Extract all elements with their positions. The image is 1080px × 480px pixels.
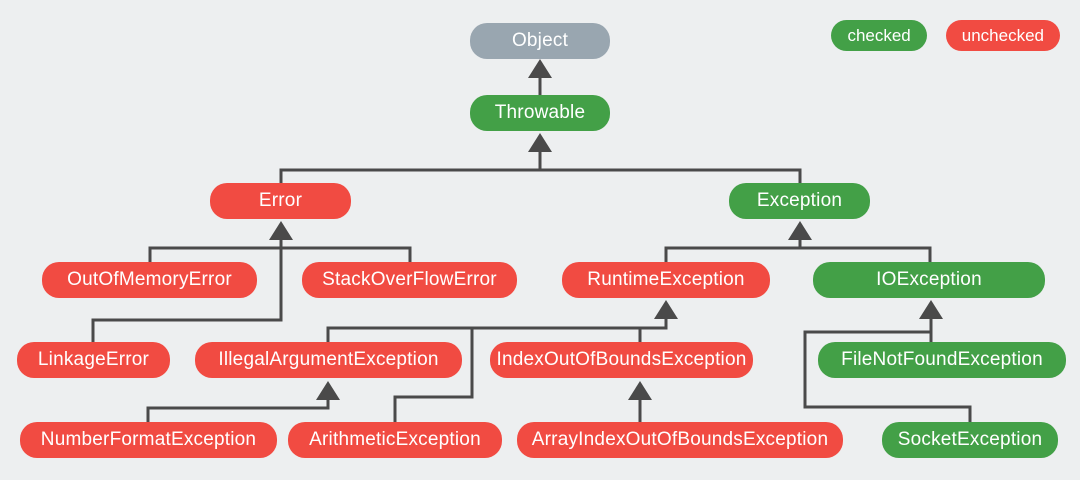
arrowhead-into-throwable: [528, 133, 552, 152]
connector-iae-ioobe-bus: [326, 326, 668, 344]
node-io-exception: IOException: [813, 262, 1045, 298]
arrowhead-into-io-exception: [919, 300, 943, 319]
node-label: Exception: [756, 190, 843, 211]
node-label: LinkageError: [37, 349, 150, 370]
arrowhead-into-index-out-of-bounds-exception: [628, 381, 652, 400]
node-label: NumberFormatException: [40, 429, 257, 450]
node-error: Error: [210, 183, 351, 219]
node-index-out-of-bounds-exception: IndexOutOfBoundsException: [490, 342, 753, 378]
connector-rte-ioe-bus: [664, 246, 932, 264]
arrowhead-into-runtime-exception: [654, 300, 678, 319]
connector-linkage-to-error: [91, 234, 283, 344]
node-out-of-memory-error: OutOfMemoryError: [42, 262, 257, 298]
legend: checked unchecked: [831, 20, 1060, 51]
arrowhead-into-illegal-argument-exception: [316, 381, 340, 400]
node-label: IllegalArgumentException: [218, 349, 439, 370]
node-label: IOException: [876, 269, 982, 290]
node-label: IndexOutOfBoundsException: [496, 349, 747, 370]
node-label: FileNotFoundException: [841, 349, 1043, 370]
node-label: RuntimeException: [587, 269, 745, 290]
node-stack-overflow-error: StackOverFlowError: [302, 262, 517, 298]
node-socket-exception: SocketException: [882, 422, 1058, 458]
arrowhead-into-object: [528, 59, 552, 78]
node-label: Throwable: [494, 102, 586, 123]
connector-nfe-to-iae: [146, 394, 330, 424]
node-label: ArithmeticException: [309, 429, 481, 450]
node-exception: Exception: [729, 183, 870, 219]
arrowhead-into-exception: [788, 221, 812, 240]
node-label: OutOfMemoryError: [67, 269, 232, 290]
node-arithmetic-exception: ArithmeticException: [288, 422, 502, 458]
legend-label: unchecked: [961, 25, 1044, 45]
node-object: Object: [470, 23, 610, 59]
node-label: StackOverFlowError: [322, 269, 497, 290]
connector-error-exception-bus: [279, 168, 802, 185]
node-label: Error: [258, 190, 303, 211]
node-file-not-found-exception: FileNotFoundException: [818, 342, 1066, 378]
node-array-index-out-of-bounds-exception: ArrayIndexOutOfBoundsException: [517, 422, 843, 458]
connector-arithmetic-branch: [393, 326, 474, 424]
node-runtime-exception: RuntimeException: [562, 262, 770, 298]
arrowhead-into-error: [269, 221, 293, 240]
node-label: SocketException: [897, 429, 1043, 450]
legend-label: checked: [847, 25, 911, 45]
node-throwable: Throwable: [470, 95, 610, 131]
node-number-format-exception: NumberFormatException: [20, 422, 277, 458]
node-label: Object: [511, 30, 569, 51]
legend-pill-unchecked: unchecked: [945, 20, 1060, 51]
legend-pill-checked: checked: [831, 20, 927, 51]
node-label: ArrayIndexOutOfBoundsException: [531, 429, 829, 450]
connector-socket-branch: [803, 330, 972, 424]
node-illegal-argument-exception: IllegalArgumentException: [195, 342, 462, 378]
node-linkage-error: LinkageError: [17, 342, 170, 378]
